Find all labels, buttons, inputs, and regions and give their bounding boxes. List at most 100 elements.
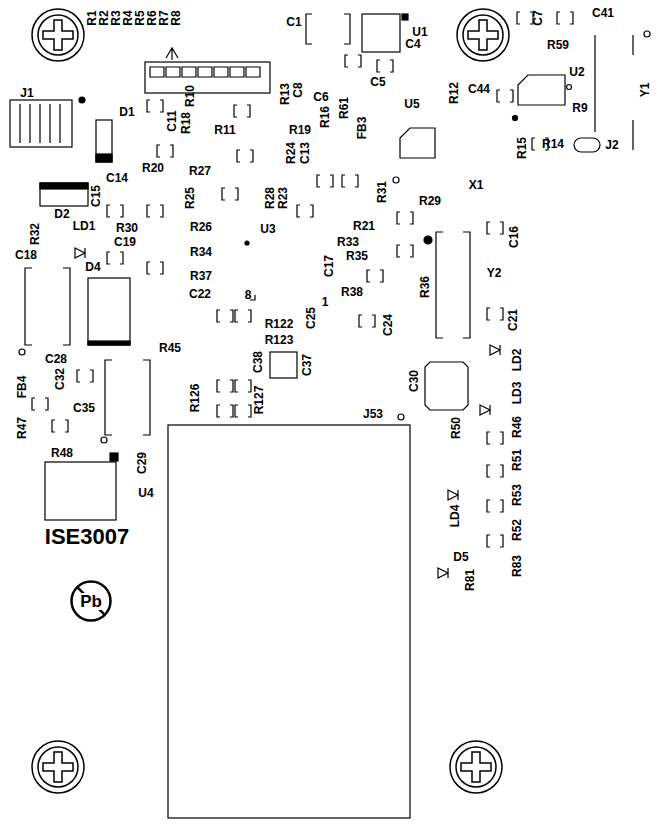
silkscreen-shape [438, 568, 448, 578]
part-label: R51 [511, 449, 523, 471]
part-label: U2 [569, 66, 584, 78]
silkscreen-shape [497, 90, 513, 102]
part-label: C11 [166, 110, 178, 131]
mark-circle [72, 582, 111, 621]
part-label: J53 [363, 408, 383, 420]
part-label: R21 [353, 220, 375, 232]
silkscreen-shape [517, 12, 533, 24]
lead-free-text: Pb [79, 593, 103, 610]
silkscreen-shape [19, 349, 25, 355]
silkscreen-shape [217, 405, 233, 417]
silkscreen-shape [487, 308, 503, 320]
silkscreen-shape [20, 104, 60, 143]
part-label: R13 [279, 83, 291, 105]
silkscreen-shape [235, 310, 251, 322]
part-label: R32 [29, 223, 41, 245]
silkscreen-shape [32, 398, 48, 410]
board-name: ISE3007 [45, 526, 129, 548]
part-label: C35 [73, 402, 95, 414]
part-label: R7 [158, 10, 170, 25]
silkscreen-shape [595, 35, 633, 150]
part-label: R52 [511, 519, 523, 541]
silkscreen-shape [168, 425, 410, 818]
silkscreen-shape [105, 360, 150, 435]
part-label: FB4 [16, 376, 28, 399]
part-label: R6 [146, 10, 158, 25]
silkscreen-shape [77, 370, 93, 382]
part-label: R26 [190, 221, 212, 233]
silkscreen-shape [107, 205, 123, 217]
part-label: R18 [180, 112, 192, 134]
part-label: R20 [142, 162, 164, 174]
part-label: C38 [252, 351, 264, 373]
part-label: C6 [313, 91, 328, 103]
silkscreen-shape [400, 128, 435, 158]
part-label: LD4 [449, 505, 461, 528]
part-label: C18 [15, 249, 37, 261]
part-label: R35 [346, 250, 368, 262]
part-label: C5 [370, 76, 385, 88]
silkscreen-shape [10, 100, 72, 147]
part-label: C7 [532, 10, 544, 25]
silkscreen-shape [297, 205, 313, 217]
part-label: R36 [419, 276, 431, 298]
part-label: R19 [289, 124, 311, 136]
part-label: R38 [341, 286, 363, 298]
silkscreen-shape [45, 462, 116, 520]
part-label: C44 [468, 83, 490, 95]
part-label: 8 [245, 289, 252, 301]
silkscreen-shape [574, 138, 600, 152]
part-label: R4 [122, 10, 134, 25]
silkscreen-shape [425, 362, 468, 410]
silkscreen-shape [96, 120, 112, 162]
part-label: D2 [54, 208, 69, 220]
part-label: C30 [408, 370, 420, 392]
silkscreen-shape [342, 175, 358, 187]
part-label: LD1 [73, 220, 96, 232]
part-label: R15 [516, 137, 528, 159]
part-label: R28 [264, 187, 276, 209]
part-label: C41 [592, 7, 614, 19]
part-label: R1 [86, 10, 98, 25]
part-label: R34 [190, 246, 212, 258]
part-label: C21 [507, 309, 519, 331]
part-label: C4 [405, 38, 420, 50]
silkscreen-shape [75, 248, 85, 258]
silkscreen-shape [487, 432, 503, 444]
part-label: U5 [404, 98, 419, 110]
part-label: C8 [292, 82, 304, 97]
silkscreen-shape [345, 55, 361, 67]
silkscreen-shape [487, 500, 503, 512]
silkscreen-shape [567, 85, 572, 90]
part-label: C22 [189, 288, 211, 300]
silkscreen-shape [245, 241, 249, 245]
silkscreen-shape [393, 177, 399, 183]
silkscreen-shape [490, 345, 500, 355]
part-label: R16 [319, 106, 331, 128]
silkscreen-shape [32, 9, 84, 61]
part-label: R33 [337, 236, 359, 248]
part-label: J1 [20, 87, 33, 99]
silkscreen-shape [235, 405, 251, 417]
part-label: R50 [450, 417, 462, 439]
silkscreen-shape [110, 453, 118, 461]
part-label: R81 [464, 569, 476, 591]
part-label: LD3 [511, 382, 523, 405]
silkscreen-shape [166, 48, 178, 60]
silkscreen-shape [644, 31, 650, 37]
silkscreen-shape [518, 75, 565, 105]
silkscreen-shape [487, 535, 503, 547]
silkscreen-shape [10, 9, 650, 818]
part-label: R123 [265, 334, 294, 346]
part-label: R2 [98, 10, 110, 25]
silkscreen-shape [306, 14, 350, 44]
silkscreen-shape [52, 420, 68, 432]
silkscreen-shape [402, 14, 408, 20]
silkscreen-shape [234, 105, 250, 117]
silkscreen-shape [32, 741, 84, 793]
part-label: C16 [508, 226, 520, 248]
part-label: C1 [286, 16, 301, 28]
silkscreen-shape [367, 270, 383, 282]
part-label: R29 [419, 195, 441, 207]
